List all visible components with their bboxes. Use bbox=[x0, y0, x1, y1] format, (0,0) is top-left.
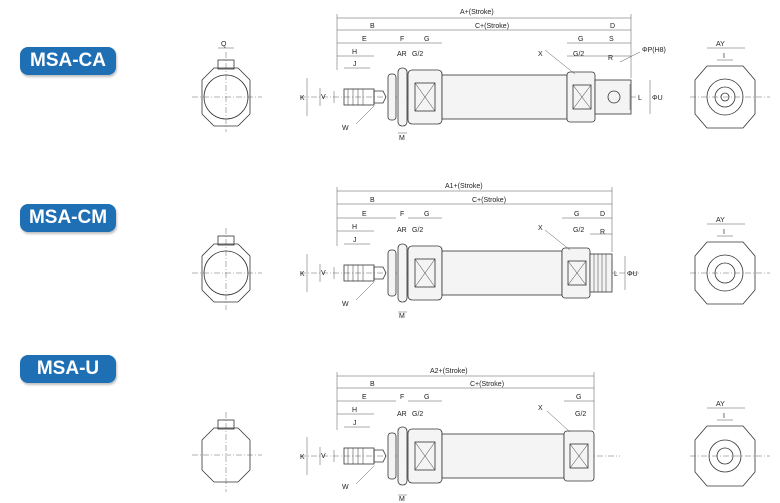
label-g: G bbox=[424, 211, 429, 218]
label-m: M bbox=[399, 313, 405, 320]
label-v: V bbox=[321, 94, 326, 101]
end-view-rear: AY I bbox=[690, 41, 770, 129]
label-ay: AY bbox=[716, 401, 725, 408]
label-total: A+(Stroke) bbox=[460, 9, 494, 16]
row-msa-ca: Q bbox=[192, 9, 770, 142]
label-e: E bbox=[362, 211, 367, 218]
label-j: J bbox=[353, 61, 357, 68]
side-view: A+(Stroke) B C+(Stroke) D E F G G S H AR… bbox=[300, 9, 666, 142]
label-g: G bbox=[424, 36, 429, 43]
label-x: X bbox=[538, 405, 543, 412]
label-g-right: G bbox=[576, 394, 581, 401]
label-f: F bbox=[400, 36, 404, 43]
end-view-front: Q bbox=[192, 41, 262, 132]
label-i: I bbox=[723, 53, 725, 60]
label-f: F bbox=[400, 211, 404, 218]
label-l: L bbox=[638, 95, 642, 102]
model-badge-msa-u: MSA-U bbox=[20, 355, 116, 383]
label-g2-right: G/2 bbox=[575, 411, 586, 418]
label-ay: AY bbox=[716, 217, 725, 224]
label-b: B bbox=[370, 23, 375, 30]
label-x: X bbox=[538, 225, 543, 232]
label-ar: AR bbox=[397, 51, 407, 58]
label-r: R bbox=[608, 55, 613, 62]
end-view-front bbox=[192, 412, 262, 492]
label-e: E bbox=[362, 394, 367, 401]
label-b: B bbox=[370, 381, 375, 388]
label-f: F bbox=[400, 394, 404, 401]
label-ar: AR bbox=[397, 227, 407, 234]
end-view-front bbox=[192, 228, 262, 310]
label-c: C+(Stroke) bbox=[472, 197, 506, 204]
label-h: H bbox=[352, 407, 357, 414]
side-view: A1+(Stroke) B C+(Stroke) D E F G G H AR … bbox=[300, 183, 640, 320]
label-k: K bbox=[300, 454, 305, 461]
label-j: J bbox=[353, 420, 357, 427]
label-g-right: G bbox=[578, 36, 583, 43]
label-g-right: G bbox=[574, 211, 579, 218]
label-total: A1+(Stroke) bbox=[445, 183, 483, 190]
label-w: W bbox=[342, 484, 349, 491]
side-view: A2+(Stroke) B C+(Stroke) E F G G H AR G/… bbox=[300, 368, 620, 503]
label-h: H bbox=[352, 49, 357, 56]
label-g2-right: G/2 bbox=[573, 227, 584, 234]
label-x: X bbox=[538, 51, 543, 58]
label-g2: G/2 bbox=[412, 51, 423, 58]
label-ph8: ΦP(H8) bbox=[642, 47, 666, 54]
label-total: A2+(Stroke) bbox=[430, 368, 468, 375]
label-u: ΦU bbox=[652, 95, 663, 102]
label-c: C+(Stroke) bbox=[475, 23, 509, 30]
label-w: W bbox=[342, 125, 349, 132]
label-ay: AY bbox=[716, 41, 725, 48]
label-g2: G/2 bbox=[412, 411, 423, 418]
row-msa-cm: A1+(Stroke) B C+(Stroke) D E F G G H AR … bbox=[192, 183, 770, 320]
label-b: B bbox=[370, 197, 375, 204]
label-g: G bbox=[424, 394, 429, 401]
label-m: M bbox=[399, 135, 405, 142]
row-msa-u: A2+(Stroke) B C+(Stroke) E F G G H AR G/… bbox=[192, 368, 770, 503]
model-badge-msa-ca: MSA-CA bbox=[20, 47, 116, 75]
label-i: I bbox=[723, 413, 725, 420]
label-w: W bbox=[342, 301, 349, 308]
label-r: R bbox=[600, 229, 605, 236]
label-m: M bbox=[399, 496, 405, 503]
label-h: H bbox=[352, 224, 357, 231]
model-badge-msa-cm: MSA-CM bbox=[20, 204, 116, 232]
label-d: D bbox=[600, 211, 605, 218]
label-j: J bbox=[353, 237, 357, 244]
end-view-rear: AY I bbox=[690, 401, 770, 487]
end-view-rear: AY I bbox=[690, 217, 770, 305]
label-ar: AR bbox=[397, 411, 407, 418]
label-k: K bbox=[300, 271, 305, 278]
label-s: S bbox=[609, 36, 614, 43]
label-u: ΦU bbox=[627, 271, 638, 278]
label-c: C+(Stroke) bbox=[470, 381, 504, 388]
label-i: I bbox=[723, 229, 725, 236]
label-d: D bbox=[610, 23, 615, 30]
label-e: E bbox=[362, 36, 367, 43]
label-g2-right: G/2 bbox=[573, 51, 584, 58]
label-g2: G/2 bbox=[412, 227, 423, 234]
label-q: Q bbox=[221, 41, 227, 48]
label-v: V bbox=[321, 453, 326, 460]
label-l: L bbox=[614, 271, 618, 278]
label-v: V bbox=[321, 270, 326, 277]
label-k: K bbox=[300, 95, 305, 102]
